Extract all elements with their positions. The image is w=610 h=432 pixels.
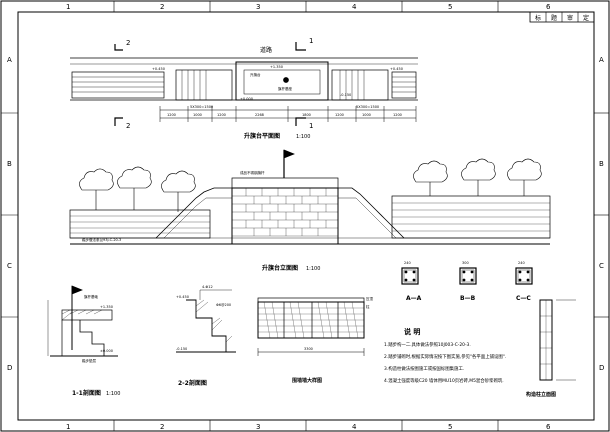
tree-icons <box>79 158 542 212</box>
plan-dim-4: 2268 <box>255 113 264 117</box>
plan-dim-7: 1000 <box>362 113 371 117</box>
section-1-1-label-1: 旗杆基础 <box>84 294 98 299</box>
brick-label-1: 柱 <box>366 304 370 309</box>
plan-section-mark-2: 1 <box>309 37 313 45</box>
col-label-3: 3 <box>256 3 260 11</box>
col-label-6: 6 <box>546 3 551 11</box>
plan-dim-6: 1200 <box>335 113 344 117</box>
title-block-cell-3: 审 <box>567 14 573 22</box>
col-label-4-bottom: 4 <box>352 423 357 431</box>
elevation-note: 成品不锈钢旗杆 <box>240 170 265 175</box>
elevation-title: 升旗台立面图 <box>262 264 298 272</box>
col-label-5-bottom: 5 <box>448 423 452 431</box>
elevation-scale: 1:100 <box>306 266 320 272</box>
plan-dim-5: 1800 <box>302 113 311 117</box>
pillar-title: 构造柱立面图 <box>526 391 556 398</box>
section-1-1-label-2: +1.350 <box>100 305 113 309</box>
section-1-1-scale: 1:100 <box>106 391 120 397</box>
title-block: 标 题 审 定 <box>529 11 595 23</box>
section-2-2-hatch <box>195 299 233 343</box>
title-block-cell-2: 题 <box>551 15 557 22</box>
row-label-b: B <box>7 160 12 168</box>
notes-item-1: 1.踏步构一二.具体做法参照10J003-C-20-3. <box>384 341 471 348</box>
title-block-cell-4: 定 <box>583 14 589 22</box>
plan-section-mark-3: 2 <box>126 122 130 130</box>
col-label-2: 2 <box>160 3 164 11</box>
col-label-1-bottom: 1 <box>66 423 70 431</box>
notes-heading: 说 明 <box>404 327 420 336</box>
row-label-a-right: A <box>599 56 604 64</box>
plan-dim-1: 1200 <box>167 113 176 117</box>
detail-cc-label: C—C <box>516 295 531 302</box>
plan-elev-1: +0.450 <box>152 67 165 71</box>
row-label-c-right: C <box>599 262 604 270</box>
plan-dim-small-1: 5X300=1500 <box>190 105 213 109</box>
detail-cc <box>515 267 533 285</box>
plan-elev-2: ±0.000 <box>240 97 253 101</box>
plan-dim-8: 1200 <box>393 113 402 117</box>
col-label-6-bottom: 6 <box>546 423 551 431</box>
notes-item-3: 3.构造柱做法按图施工或按国标图集施工. <box>384 365 464 372</box>
plan-elev-3: +1.350 <box>270 65 283 69</box>
plan-elev-5: +0.450 <box>390 67 403 71</box>
title-block-cell-1: 标 <box>535 14 541 22</box>
row-label-c: C <box>7 262 12 270</box>
row-label-b-right: B <box>599 160 604 168</box>
plan-section-mark-1: 2 <box>126 39 130 47</box>
notes-item-2: 2.踏步铺砌时,根据实际情况按下图实施,参见"各平面上铺设图". <box>384 353 506 360</box>
col-label-3-bottom: 3 <box>256 423 260 431</box>
section-2-2-title: 2-2剖面图 <box>178 379 207 387</box>
elevation-brick-pattern <box>232 188 338 237</box>
detail-bb <box>459 267 477 285</box>
section-1-1-hatch <box>61 309 103 321</box>
elevation-left-note: 踏步做法参见93J-C-20-3 <box>82 237 121 242</box>
plan-view <box>70 42 418 126</box>
section-2-2 <box>176 289 236 353</box>
section-2-2-label-4: -0.150 <box>176 347 187 351</box>
section-1-1-label-4: 踏步垫层 <box>82 358 96 363</box>
plan-dim-3: 1200 <box>217 113 226 117</box>
row-label-a: A <box>7 56 12 64</box>
brick-label-3: 3300 <box>304 347 313 351</box>
row-label-d: D <box>7 364 12 372</box>
section-1-1-title: 1-1剖面图 <box>72 389 101 397</box>
detail-dim-3: 240 <box>518 261 525 265</box>
section-2-2-label-3: +0.450 <box>176 295 189 299</box>
detail-dim-1: 240 <box>404 261 411 265</box>
col-label-1: 1 <box>66 3 70 11</box>
col-label-4: 4 <box>352 3 357 11</box>
elevation-view <box>69 149 551 245</box>
section-2-2-label-2: Φ6@200 <box>216 303 231 307</box>
detail-dim-2: 300 <box>462 261 469 265</box>
plan-top-label: 道路 <box>260 46 272 54</box>
brick-label-2: 压顶 <box>366 297 374 301</box>
plan-note-1: 旗杆基座 <box>278 86 292 91</box>
detail-aa-label: A—A <box>406 295 422 302</box>
notes-item-4: 4.混凝土强度等级C20 墙体用MU10页岩砖,M5混合砂浆砌筑. <box>384 377 504 384</box>
brick-wall-fill <box>258 301 364 339</box>
detail-aa <box>401 267 419 285</box>
col-label-5: 5 <box>448 3 452 11</box>
section-1-1 <box>47 285 118 357</box>
plan-title: 升旗台平面图 <box>244 132 280 140</box>
plan-dim-small-2: 5X300=1500 <box>356 105 379 109</box>
section-2-2-label-1: 4-Φ12 <box>202 285 213 289</box>
plan-note-2: 升旗台 <box>250 72 261 77</box>
col-label-2-bottom: 2 <box>160 423 164 431</box>
plan-dim-2: 1000 <box>193 113 202 117</box>
plan-elev-4: -0.150 <box>340 93 351 97</box>
brick-title: 围墙墙大样图 <box>292 377 322 384</box>
detail-bb-label: B—B <box>460 295 476 302</box>
pillar-elevation <box>539 299 576 381</box>
plan-scale: 1:100 <box>296 134 310 140</box>
row-label-d-right: D <box>599 364 604 372</box>
plan-section-mark-4: 1 <box>309 122 313 130</box>
section-1-1-label-3: ±0.000 <box>100 349 113 353</box>
